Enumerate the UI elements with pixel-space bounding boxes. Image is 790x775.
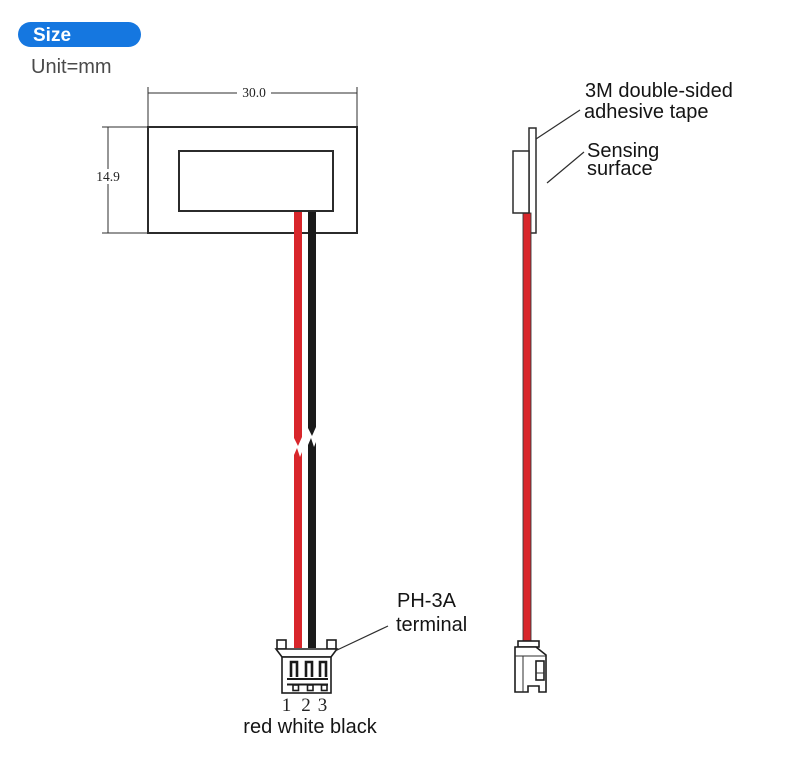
front-view: 30.0 14.9 — [96, 85, 467, 738]
pin-numbers: 1 2 3 — [282, 695, 328, 716]
sensor-body-side — [512, 150, 530, 214]
sensing-callout: Sensing surface — [546, 140, 659, 184]
tape-callout: 3M double-sided adhesive tape — [535, 80, 733, 140]
red-wire-lower — [294, 448, 302, 648]
sensing-leader-line — [546, 151, 585, 184]
sensing-label-line2: surface — [587, 158, 653, 180]
connector-ear-right — [326, 639, 337, 650]
red-wire-upper — [294, 212, 302, 446]
connector-tooth-3 — [320, 684, 328, 692]
size-badge-label: Size — [33, 25, 71, 46]
pin-number-3: 3 — [318, 695, 328, 716]
wire-color-caption: red white black — [243, 716, 377, 738]
height-dimension-value: 14.9 — [96, 169, 120, 184]
connector-tooth-1 — [292, 684, 300, 692]
connector-cap — [274, 648, 339, 658]
terminal-label-line1: PH-3A — [397, 590, 457, 612]
ph3a-connector-side — [514, 640, 547, 693]
connector-slot-2 — [304, 660, 314, 677]
unit-label: Unit=mm — [31, 56, 112, 78]
connector-slot-3 — [318, 660, 328, 677]
side-connector-latch — [535, 660, 545, 681]
height-dimension: 14.9 — [96, 126, 148, 234]
red-wire-side — [522, 212, 532, 645]
width-dimension-value: 30.0 — [242, 85, 266, 100]
terminal-callout: PH-3A terminal — [334, 590, 467, 652]
side-view: 3M double-sided adhesive tape Sensing su… — [512, 80, 733, 693]
size-badge: Size — [18, 22, 141, 47]
tape-leader-line — [535, 109, 581, 140]
connector-tooth-2 — [306, 684, 314, 692]
terminal-label-line2: terminal — [396, 614, 467, 636]
pin-number-1: 1 — [282, 695, 292, 716]
side-connector-cap — [517, 640, 540, 648]
sensing-label-line1: Sensing — [587, 140, 659, 162]
sensor-window — [178, 150, 334, 212]
size-badge-pill — [18, 22, 141, 47]
pin-number-2: 2 — [301, 695, 311, 716]
black-wire-lower — [308, 438, 316, 648]
terminal-leader-line — [334, 625, 389, 652]
ph3a-connector-front — [274, 639, 339, 694]
wires-front — [294, 212, 316, 648]
black-wire-upper — [308, 212, 316, 436]
width-dimension: 30.0 — [147, 85, 358, 127]
tape-label-line2: adhesive tape — [584, 101, 709, 123]
tape-label-line1: 3M double-sided — [585, 80, 733, 102]
connector-slot-1 — [289, 660, 299, 677]
connector-ear-left — [276, 639, 287, 650]
width-extension-lines — [147, 87, 358, 127]
height-extension-lines — [102, 126, 148, 234]
